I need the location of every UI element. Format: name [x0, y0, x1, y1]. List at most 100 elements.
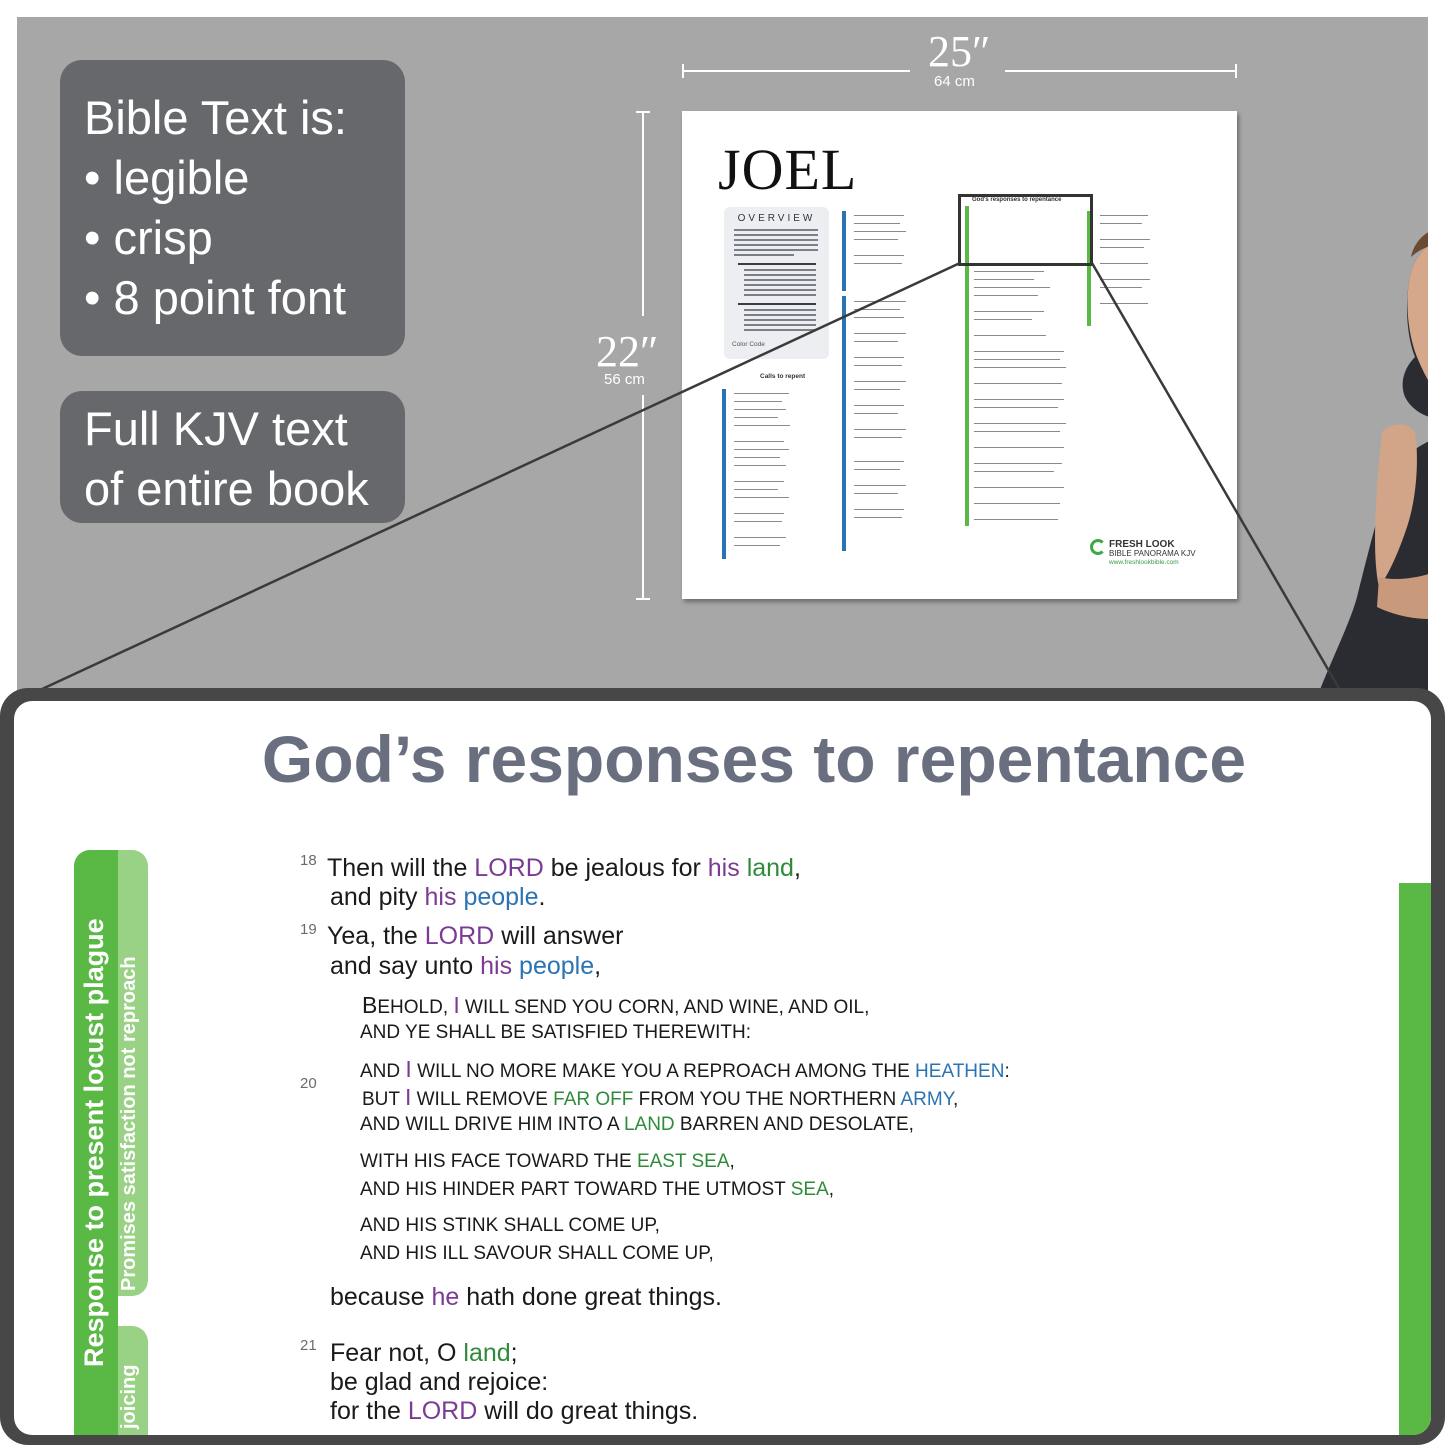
text-span: I — [404, 1084, 412, 1110]
poster-preview: JOEL OVERVIEW Color Code Calls to repent… — [682, 111, 1237, 599]
poster-text-line — [1100, 223, 1142, 225]
overview-text-line — [744, 274, 816, 276]
verse-line: and say unto his people, — [330, 951, 601, 981]
logo-line: www.freshlookbible.com — [1109, 559, 1179, 566]
text-span: FAR OFF — [553, 1089, 634, 1110]
poster-text-line — [854, 461, 904, 463]
overview-text-line — [744, 329, 816, 331]
poster-text-line — [854, 413, 898, 415]
poster-text-line — [974, 423, 1066, 425]
text-span: Fear not, O — [330, 1339, 464, 1367]
text-span: B — [362, 992, 378, 1018]
text-span: for the — [330, 1397, 408, 1425]
verse-line: and pity his people. — [330, 882, 545, 912]
callout-line: • legible — [84, 151, 250, 204]
poster-text-line — [734, 417, 778, 419]
person-image — [1313, 232, 1428, 707]
overview-text-line — [744, 324, 816, 326]
poster-text-line — [1100, 279, 1150, 281]
text-span: AND — [360, 1061, 406, 1082]
text-span: . — [538, 883, 546, 911]
text-span: FROM YOU THE NORTHERN — [633, 1089, 901, 1110]
width-dimension-line — [1005, 70, 1237, 72]
poster-text-line — [974, 287, 1050, 289]
overview-text-line — [744, 294, 816, 296]
poster-text-line — [734, 401, 782, 403]
poster-text-line — [854, 341, 898, 343]
poster-text-line — [974, 447, 1064, 449]
text-span: WILL SEND YOU CORN, AND WINE, AND OIL, — [459, 997, 870, 1018]
text-span: WILL NO MORE MAKE YOU A REPROACH AMONG T… — [411, 1061, 916, 1082]
poster-text-line — [734, 497, 789, 499]
overview-text-line — [738, 303, 816, 305]
poster-text-line — [734, 457, 780, 459]
text-span: land — [746, 854, 794, 882]
section-bar-blue — [842, 211, 846, 291]
text-span: LORD — [424, 922, 495, 950]
section-tab-main — [74, 850, 118, 1435]
text-span: LORD — [474, 854, 544, 882]
poster-text-line — [974, 519, 1058, 521]
text-span — [740, 854, 747, 882]
poster-text-line — [734, 465, 786, 467]
color-code-label: Color Code — [732, 341, 765, 348]
calls-to-repent-label: Calls to repent — [760, 373, 806, 380]
text-span: his — [480, 952, 513, 980]
callout-line: Bible Text is: — [84, 91, 347, 144]
poster-text-line — [854, 231, 906, 233]
poster-text-line — [734, 489, 778, 491]
verse-line: Then will the LORD be jealous for his la… — [327, 853, 801, 883]
section-bar-blue — [722, 389, 726, 559]
logo-ring-icon — [1090, 539, 1106, 555]
text-span: his — [424, 883, 457, 911]
text-span: and say unto — [330, 952, 481, 980]
text-span: LAND — [623, 1114, 675, 1135]
poster-text-line — [974, 271, 1044, 273]
text-span: ; — [510, 1339, 518, 1367]
section-bar-green — [1087, 211, 1091, 326]
poster-text-line — [974, 367, 1066, 369]
poster-text-line — [854, 381, 906, 383]
poster-text-line — [974, 463, 1062, 465]
section-tab-sub — [118, 850, 148, 1296]
verse-line: AND HIS STINK SHALL COME UP, — [360, 1215, 660, 1236]
text-span: and pity — [330, 883, 425, 911]
text-span: WITH HIS FACE TOWARD THE — [360, 1151, 637, 1172]
verse-line: AND WILL DRIVE HIM INTO A LAND BARREN AN… — [360, 1113, 914, 1137]
width-cm: 64 cm — [934, 73, 975, 90]
text-span: , — [729, 1151, 735, 1172]
overview-text-line — [744, 279, 816, 281]
text-span: I — [405, 1056, 412, 1082]
section-tab-sub — [118, 1326, 148, 1435]
poster-text-line — [974, 431, 1060, 433]
section-bar-blue — [842, 296, 846, 551]
width-dimension-tick — [682, 64, 684, 78]
callout-line: • 8 point font — [84, 271, 347, 324]
section-tab-sub-label: Promises satisfaction not reproach — [118, 956, 140, 1291]
text-span: , — [594, 952, 602, 980]
text-span: , — [828, 1179, 835, 1200]
text-span: he — [431, 1283, 460, 1311]
section-bar-green — [965, 206, 969, 526]
poster-text-line — [854, 365, 902, 367]
poster-text-line — [974, 335, 1046, 337]
verse-line: BEHOLD, I WILL SEND YOU CORN, AND WINE, … — [362, 993, 869, 1020]
verse-line: WITH HIS FACE TOWARD THE EAST SEA, — [360, 1150, 735, 1174]
text-span: , — [793, 854, 801, 882]
callout-line: Full KJV text — [84, 402, 348, 455]
overview-text-line — [734, 249, 818, 251]
text-span: SEA — [790, 1179, 829, 1200]
section-heading: God’s responses to repentance — [261, 722, 1247, 796]
gods-responses-label: God's responses to repentance — [972, 197, 1062, 203]
poster-text-line — [854, 357, 904, 359]
poster-text-line — [854, 429, 906, 431]
zoom-highlight-box — [958, 194, 1093, 266]
height-dimension-tick — [636, 111, 650, 113]
verse-line: BUT I WILL REMOVE FAR OFF FROM YOU THE N… — [362, 1085, 958, 1112]
poster-text-line — [974, 503, 1060, 505]
overview-text-line — [734, 234, 818, 236]
kjv-callout: Full KJV text of entire book — [60, 391, 405, 523]
section-tab-sub-label: joicing — [118, 1364, 140, 1429]
verse-line: Yea, the LORD will answer — [327, 921, 623, 951]
poster-text-line — [734, 409, 786, 411]
